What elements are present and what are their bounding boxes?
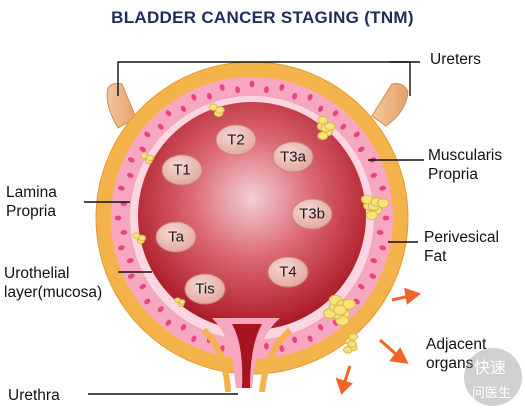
muscle-dot xyxy=(379,185,386,191)
watermark-top: 快速 xyxy=(474,358,507,377)
muscle-dot xyxy=(340,123,347,130)
label-lamina-propria: Lamina Propria xyxy=(6,184,57,220)
watermark: 快速 问医生 xyxy=(464,348,522,406)
tumor-nodule xyxy=(343,346,353,354)
muscle-dot xyxy=(157,123,164,130)
muscle-dot xyxy=(307,94,313,101)
muscle-dot xyxy=(128,157,135,163)
label-urethra: Urethra xyxy=(8,387,60,404)
stage-label: T4 xyxy=(279,264,297,281)
tumor-nodule xyxy=(333,304,347,316)
muscle-dot xyxy=(376,230,384,235)
tumor-nodule xyxy=(377,198,390,209)
urethra-lumen xyxy=(232,324,262,388)
muscle-dot xyxy=(180,324,187,331)
stage-label: T3a xyxy=(280,149,307,166)
label-perivesical-fat: Perivesical Fat xyxy=(424,229,499,265)
label-muscularis-propria: Muscularis Propria xyxy=(428,147,503,183)
tumor-nodule xyxy=(146,154,154,162)
muscle-dot xyxy=(249,80,255,88)
stage-badge-t3a: T3a xyxy=(272,141,314,173)
muscle-dot xyxy=(370,172,378,178)
muscle-dot xyxy=(144,298,151,305)
muscle-dot xyxy=(180,105,187,112)
muscle-dot xyxy=(165,319,172,326)
stage-badge-t1: T1 xyxy=(161,154,203,186)
muscle-dot xyxy=(191,94,197,101)
tumor-nodule xyxy=(178,299,186,305)
stage-label: T2 xyxy=(227,132,245,149)
muscle-dot xyxy=(307,335,313,342)
muscle-dot xyxy=(317,324,324,331)
tumor-nodule xyxy=(138,234,146,242)
tumor-nodule xyxy=(365,210,378,221)
stage-badge-t3b: T3b xyxy=(291,198,333,230)
muscle-dot xyxy=(118,245,125,251)
muscle-dot xyxy=(353,131,360,138)
muscle-dot xyxy=(235,86,240,94)
stage-label: T3b xyxy=(299,206,325,223)
stage-badge-t4: T4 xyxy=(267,256,309,288)
stage-badge-t2: T2 xyxy=(215,124,257,156)
label-urothelial-layer: Urothelial layer(mucosa) xyxy=(4,265,103,301)
spread-arrows xyxy=(335,287,422,395)
muscle-dot xyxy=(157,306,164,313)
muscle-dot xyxy=(126,172,134,178)
muscle-dot xyxy=(139,146,146,153)
muscle-dot xyxy=(264,342,269,350)
muscle-dot xyxy=(279,84,285,91)
ureter-right xyxy=(371,83,409,127)
muscle-dot xyxy=(358,283,365,290)
muscle-dot xyxy=(191,335,197,342)
muscle-dot xyxy=(144,131,151,138)
muscle-dot xyxy=(382,215,390,221)
muscle-dot xyxy=(317,105,324,112)
muscle-dot xyxy=(370,258,378,264)
watermark-bottom: 问医生 xyxy=(472,386,512,401)
tumor-nodule xyxy=(324,122,336,131)
tumor-nodule xyxy=(342,298,356,310)
muscle-dot xyxy=(292,336,298,344)
muscle-dot xyxy=(139,283,146,290)
muscle-dot xyxy=(264,86,269,94)
muscle-dot xyxy=(118,185,125,191)
stage-label: Ta xyxy=(168,229,185,246)
tumor-nodule xyxy=(348,333,358,341)
muscle-dot xyxy=(219,84,225,91)
muscle-dot xyxy=(292,92,298,100)
leader-lines xyxy=(84,61,424,395)
tumor-nodule xyxy=(317,115,329,125)
muscle-dot xyxy=(279,345,285,352)
muscle-dot xyxy=(120,230,128,235)
stage-label: T1 xyxy=(173,162,191,179)
muscle-dot xyxy=(126,258,134,264)
muscle-dot xyxy=(114,215,122,221)
diagram-title: BLADDER CANCER STAGING (TNM) xyxy=(111,8,414,27)
stage-label: Tis xyxy=(195,281,214,298)
muscle-dot xyxy=(206,92,212,100)
tumor-nodule xyxy=(215,106,225,114)
muscle-dot xyxy=(369,273,376,279)
tumor-nodule xyxy=(317,131,329,141)
muscle-dot xyxy=(165,110,172,117)
stage-badge-tis: Tis xyxy=(184,273,226,305)
muscle-dot xyxy=(379,245,386,251)
label-ureters: Ureters xyxy=(430,51,481,68)
muscle-dot xyxy=(128,273,135,279)
tumors xyxy=(132,103,390,354)
label-adjacent-organs: Adjacent organs xyxy=(426,336,487,372)
muscle-dot xyxy=(358,146,365,153)
muscle-dot xyxy=(332,110,339,117)
stage-badge-ta: Ta xyxy=(155,221,197,253)
tumor-nodule xyxy=(347,340,357,348)
